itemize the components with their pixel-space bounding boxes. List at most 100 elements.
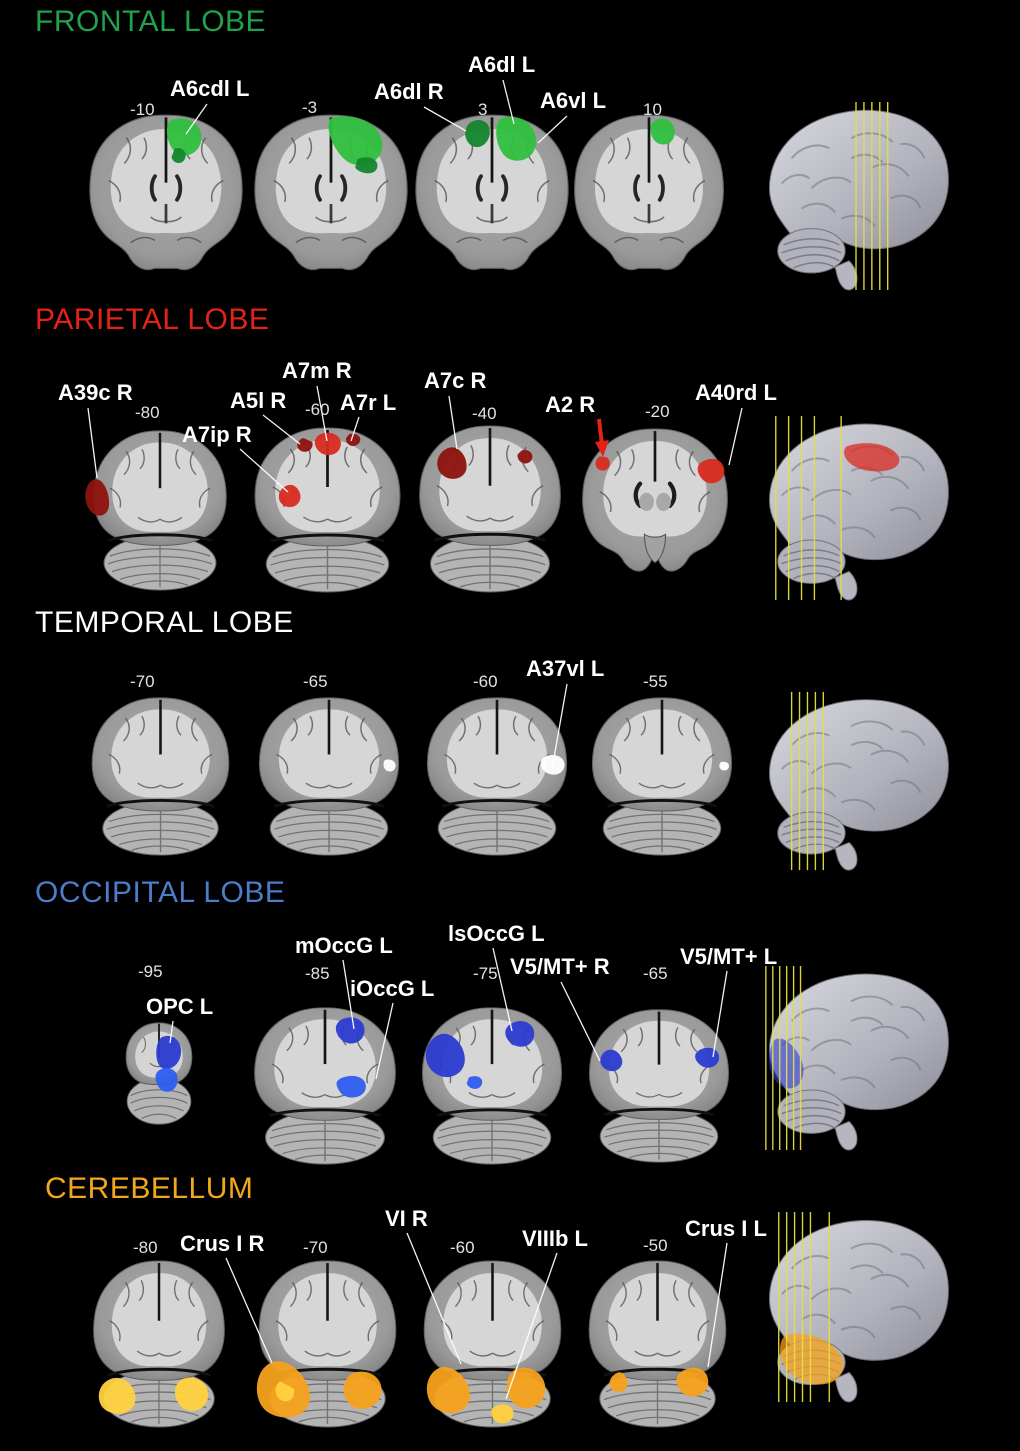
section-title-frontal: FRONTAL LOBE — [35, 5, 267, 38]
brain-slice-coronal — [78, 695, 243, 858]
slice-coordinate: -60 — [473, 672, 498, 691]
slice-coordinate: -80 — [133, 1238, 158, 1257]
activation-region — [343, 1371, 382, 1409]
activation-region — [465, 119, 490, 148]
brain-slice-coronal — [243, 112, 419, 294]
region-label-crus1-l: Crus I L — [685, 1216, 767, 1241]
activation-region — [719, 761, 729, 771]
slice-coordinate: 10 — [643, 100, 662, 119]
activation-region — [425, 1033, 465, 1078]
activation-region — [595, 456, 610, 471]
region-label-a6dl-r: A6dl R — [374, 79, 444, 104]
brain-slice-coronal — [405, 423, 575, 595]
section-title-temporal: TEMPORAL LOBE — [35, 606, 294, 639]
region-label-opc-l: OPC L — [146, 994, 214, 1019]
activation-region — [336, 1075, 366, 1098]
activation-region — [600, 1049, 623, 1072]
region-label-a5l-r: A5l R — [230, 388, 287, 413]
brain-slice-coronal — [245, 1258, 410, 1430]
slice-coordinate: -65 — [303, 672, 328, 691]
slice-coordinate: -65 — [643, 964, 668, 983]
slice-coordinate: -60 — [450, 1238, 475, 1257]
brain-slice-coronal — [245, 695, 413, 858]
brain-slice-coronal — [578, 695, 746, 858]
region-label-crus1-r: Crus I R — [180, 1231, 265, 1256]
brain-3d-render — [752, 962, 960, 1154]
brain-slice-coronal — [240, 425, 415, 595]
slice-coordinate: -70 — [303, 1238, 328, 1257]
activation-region — [297, 438, 313, 452]
region-label-lsoccg-l: lsOccG L — [448, 921, 545, 946]
slice-coordinate: 3 — [478, 100, 488, 119]
brain-3d-render — [752, 688, 960, 874]
activation-region — [697, 458, 725, 484]
region-label-a6vl-l: A6vl L — [540, 88, 607, 113]
region-label-a6cdl-l: A6cdl L — [170, 76, 250, 101]
region-label-a37vl-l: A37vl L — [526, 656, 605, 681]
activation-region — [328, 116, 383, 166]
region-label-a39c-r: A39c R — [58, 380, 133, 405]
activation-region — [275, 1381, 295, 1402]
region-label-a2-r: A2 R — [545, 392, 596, 417]
activation-region — [171, 147, 186, 163]
brain-slice-coronal — [575, 1258, 740, 1430]
slice-coordinate: -20 — [645, 402, 670, 421]
region-label-a7c-r: A7c R — [424, 368, 487, 393]
slice-coordinate: -55 — [643, 672, 668, 691]
activation-region — [383, 759, 396, 772]
activation-region — [85, 479, 110, 516]
brain-slice-coronal — [118, 1020, 200, 1130]
brain-3d-render — [752, 98, 960, 294]
activation-region — [426, 1367, 470, 1414]
slice-coordinate: -80 — [135, 403, 160, 422]
activation-region — [98, 1377, 136, 1414]
region-label-a7ip-r: A7ip R — [182, 422, 252, 447]
activation-region — [155, 1068, 178, 1092]
region-label-viiib-l: VIIIb L — [522, 1226, 588, 1251]
slice-coordinate: -70 — [130, 672, 155, 691]
brain-slice-coronal — [240, 1005, 410, 1167]
brain-slice-coronal — [410, 1258, 575, 1430]
region-label-moccg-l: mOccG L — [295, 933, 393, 958]
region-label-a7r-l: A7r L — [340, 390, 397, 415]
section-title-cerebellum: CEREBELLUM — [45, 1172, 254, 1205]
brain-slice-coronal — [80, 428, 240, 593]
section-title-parietal: PARIETAL LOBE — [35, 303, 270, 336]
slice-coordinate: -40 — [472, 404, 497, 423]
activation-region — [491, 1404, 514, 1424]
slice-coordinate: -95 — [138, 962, 163, 981]
brain-slice-coronal — [78, 112, 254, 294]
activation-region — [650, 118, 675, 145]
brain-slice-coronal — [408, 1005, 576, 1167]
activation-region — [609, 1372, 628, 1393]
slice-coordinate: -75 — [473, 964, 498, 983]
activation-region — [676, 1367, 709, 1397]
region-label-ioccg-l: iOccG L — [350, 976, 435, 1001]
slice-coordinate: -10 — [130, 100, 155, 119]
brain-slice-coronal — [80, 1258, 238, 1430]
activation-region — [517, 449, 533, 464]
brain-slice-coronal — [404, 112, 580, 294]
section-title-occipital: OCCIPITAL LOBE — [35, 876, 286, 909]
brain-3d-render — [752, 412, 960, 604]
slice-coordinate: -3 — [302, 98, 318, 117]
region-label-a6dl-l: A6dl L — [468, 52, 536, 77]
region-label-a7m-r: A7m R — [282, 358, 352, 383]
brain-slice-coronal — [563, 112, 735, 294]
region-label-v5mt-r: V5/MT+ R — [510, 954, 610, 979]
region-label-v5mt-l: V5/MT+ L — [680, 944, 778, 969]
activation-overlay — [780, 1333, 844, 1385]
slice-coordinate: -85 — [305, 964, 330, 983]
activation-region — [174, 1377, 209, 1411]
brain-slice-coronal — [413, 695, 581, 858]
region-label-vi-r: VI R — [385, 1206, 428, 1231]
slice-coordinate: -60 — [305, 400, 330, 419]
brain-slice-coronal — [575, 1007, 743, 1165]
activation-overlay — [844, 443, 900, 472]
activation-region — [496, 116, 537, 161]
activation-region — [156, 1035, 182, 1070]
slice-coordinate: -50 — [643, 1236, 668, 1255]
region-label-a40rd-l: A40rd L — [695, 380, 777, 405]
activation-region — [437, 447, 467, 479]
